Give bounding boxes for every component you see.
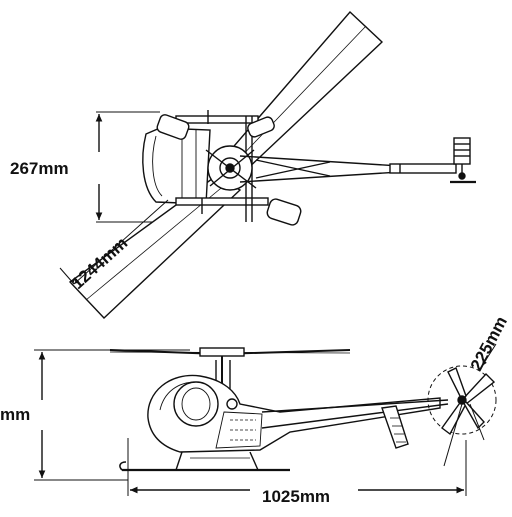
tail-rotor-side — [427, 365, 497, 467]
tail-boom-top — [239, 155, 457, 183]
tail-rotor-dimension-line — [481, 343, 497, 367]
length-dimension-label: 1025mm — [262, 487, 330, 506]
tail-rotor-dimension-label: 225mm — [467, 313, 511, 374]
side-view: mm — [0, 313, 511, 506]
fuel-tanks-top — [156, 114, 302, 226]
tail-rotor-top — [450, 137, 476, 184]
fuselage-side — [147, 374, 441, 453]
width-dimension-label: 267mm — [10, 159, 69, 178]
tail-boom-side — [261, 399, 449, 449]
rotor-dimension-line — [59, 199, 169, 285]
height-dimension-label: mm — [0, 405, 30, 424]
rotor-hub-top — [205, 145, 257, 191]
skids-side — [119, 451, 290, 472]
length-dimension-line — [127, 438, 467, 496]
top-view: 267mm — [10, 10, 476, 319]
cabin-top — [142, 127, 211, 205]
main-rotor-side — [109, 347, 351, 392]
